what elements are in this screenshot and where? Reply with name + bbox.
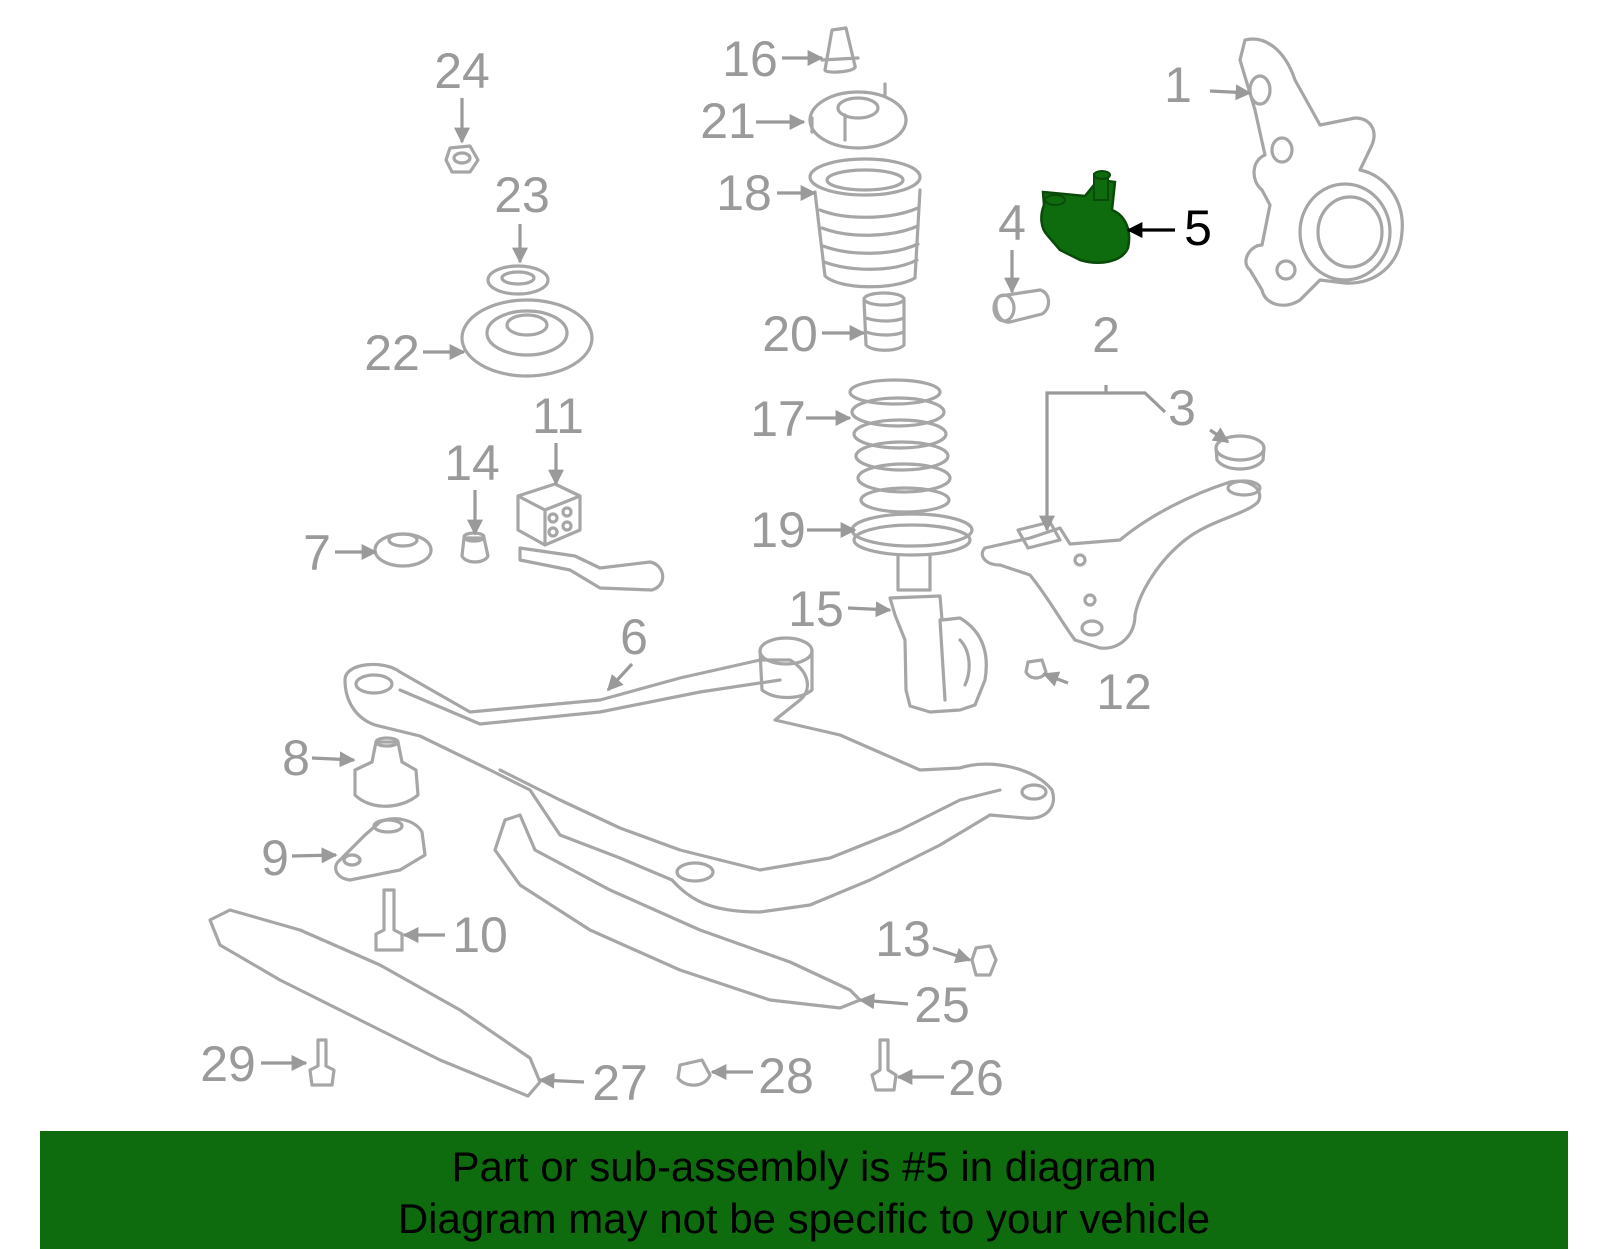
strut: [888, 554, 988, 714]
callout-21: 21: [700, 93, 756, 149]
callout-29: 29: [200, 1036, 256, 1092]
strut-mount: [808, 82, 908, 150]
callout-26: 26: [948, 1050, 1004, 1106]
bolt-10: [374, 888, 404, 952]
callout-3: 3: [1168, 380, 1196, 436]
engine-mount-bracket: [516, 482, 665, 592]
callout-16: 16: [722, 31, 778, 87]
callout-17: 17: [750, 391, 806, 447]
jounce-bumper: [862, 291, 906, 352]
coil-spring: [848, 378, 974, 557]
dust-boot: [808, 157, 922, 289]
bolt-29: [308, 1038, 336, 1087]
callout-18: 18: [716, 165, 772, 221]
clip-28: [676, 1058, 712, 1087]
banner-line-part: Part or sub-assembly is #5 in diagram: [451, 1143, 1157, 1190]
banner-line-disclaimer: Diagram may not be specific to your vehi…: [397, 1195, 1211, 1242]
callout-labels: 1 2 3 4 5 6 7 8 9 10 11 12 13 14 15 16 1…: [200, 31, 1212, 1111]
callout-1: 1: [1164, 57, 1192, 113]
bumper-cap: [820, 26, 860, 74]
callout-23: 23: [494, 167, 550, 223]
mount-7: [373, 532, 433, 568]
mount-14: [460, 531, 490, 564]
callout-11: 11: [532, 388, 584, 444]
front-crossmember: [343, 636, 1055, 914]
bushing-3: [1214, 434, 1266, 471]
callout-27: 27: [592, 1055, 648, 1111]
callout-25: 25: [914, 977, 970, 1033]
ball-joint-highlighted: [1040, 170, 1131, 264]
callout-5: 5: [1184, 200, 1212, 256]
lower-control-arm: [980, 479, 1262, 650]
bushing-12: [1024, 658, 1048, 680]
spring-insulator: [460, 298, 594, 378]
callout-19: 19: [750, 502, 806, 558]
callout-24: 24: [434, 43, 490, 99]
callout-12: 12: [1096, 664, 1152, 720]
callout-6: 6: [620, 609, 648, 665]
leader-lines: [261, 50, 1252, 1089]
callout-22: 22: [364, 325, 420, 381]
mount-8: [353, 736, 420, 808]
callout-9: 9: [261, 830, 289, 886]
callout-7: 7: [303, 525, 331, 581]
mount-9: [334, 817, 427, 882]
callout-15: 15: [788, 581, 844, 637]
nut-24: [444, 144, 480, 174]
callout-28: 28: [758, 1048, 814, 1104]
under-cover: [493, 813, 862, 1010]
callout-20: 20: [762, 306, 818, 362]
callout-10: 10: [452, 907, 508, 963]
steering-knuckle: [1238, 37, 1404, 307]
info-banner: Part or sub-assembly is #5 in diagram Di…: [40, 1131, 1568, 1249]
callout-2: 2: [1092, 307, 1120, 363]
callout-13: 13: [875, 911, 931, 967]
callout-4: 4: [998, 195, 1026, 251]
callout-14: 14: [444, 435, 500, 491]
washer-23: [486, 264, 550, 296]
bushing-4: [992, 288, 1051, 324]
clip-13: [970, 944, 998, 977]
callout-8: 8: [282, 730, 310, 786]
bolt-26: [870, 1038, 898, 1092]
